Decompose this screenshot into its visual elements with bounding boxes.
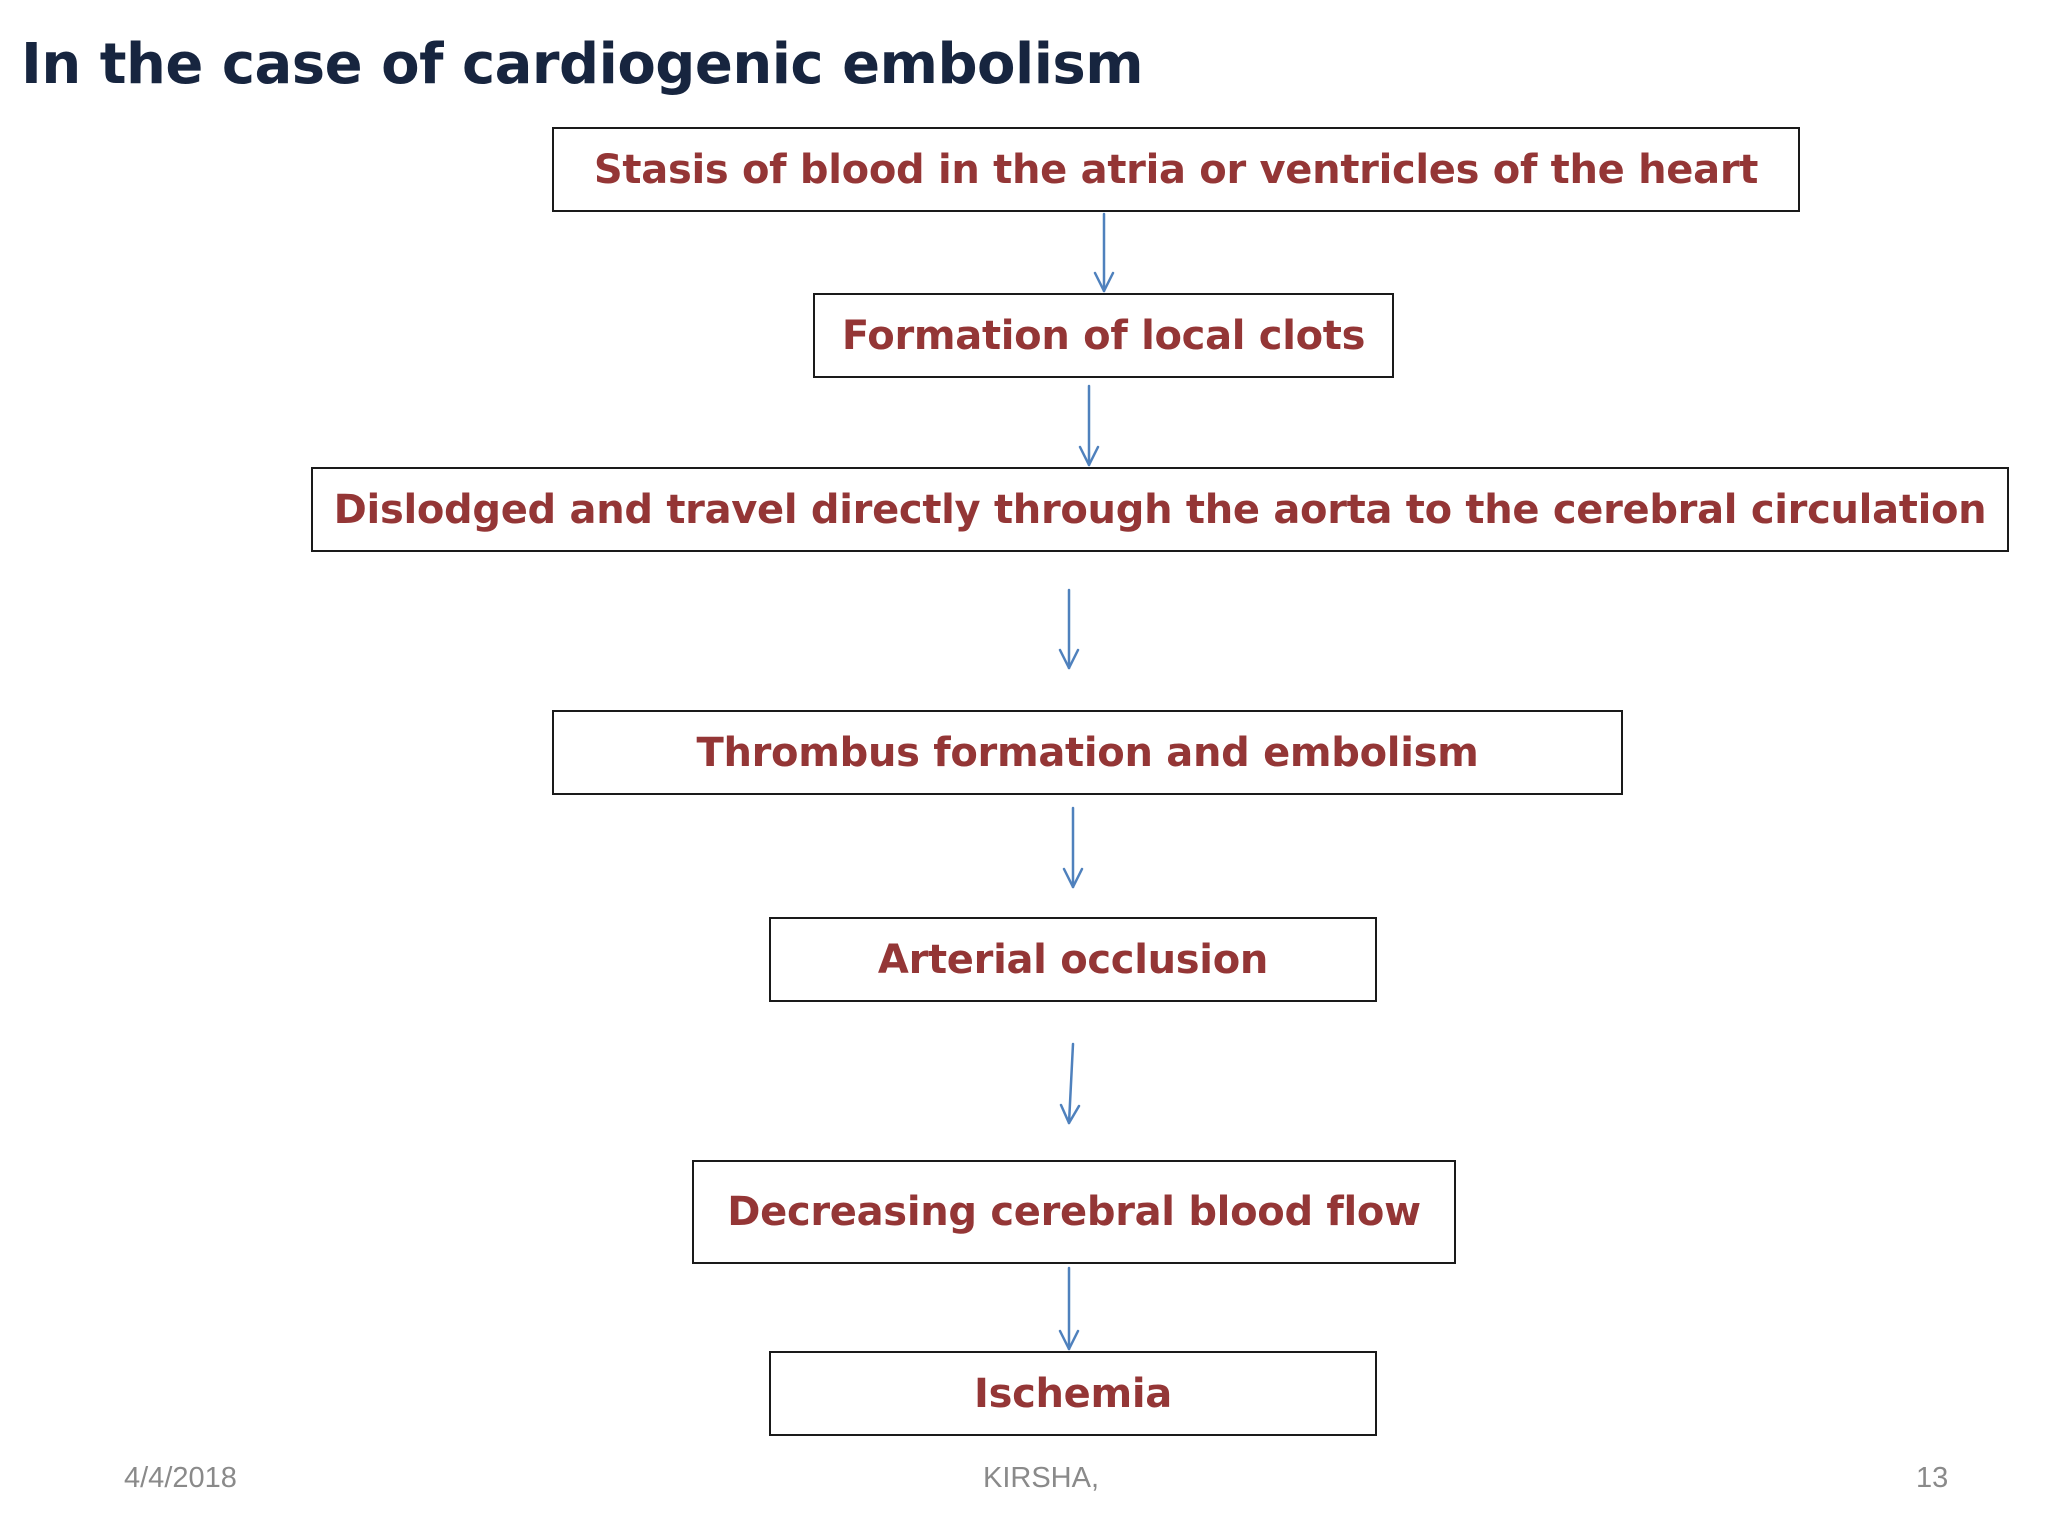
flow-step-dislodged: Dislodged and travel directly through th… (311, 467, 2009, 552)
flow-step-arterial-occlusion: Arterial occlusion (769, 917, 1377, 1002)
arrow-down-icon (1058, 588, 1080, 670)
slide-title: In the case of cardiogenic embolism (21, 32, 1144, 97)
arrow-down-icon (1058, 1266, 1080, 1351)
flow-step-thrombus: Thrombus formation and embolism (552, 710, 1623, 795)
footer-date: 4/4/2018 (124, 1462, 237, 1494)
flow-step-decreasing-flow: Decreasing cerebral blood flow (692, 1160, 1456, 1264)
flow-step-local-clots: Formation of local clots (813, 293, 1394, 378)
arrow-down-icon (1062, 806, 1084, 889)
arrow-down-icon (1059, 1042, 1081, 1125)
flow-step-ischemia: Ischemia (769, 1351, 1377, 1436)
footer-author: KIRSHA, (983, 1462, 1100, 1494)
flow-step-stasis: Stasis of blood in the atria or ventricl… (552, 127, 1800, 212)
arrow-down-icon (1078, 384, 1100, 467)
footer-page-number: 13 (1916, 1462, 1949, 1494)
arrow-down-icon (1093, 212, 1115, 293)
